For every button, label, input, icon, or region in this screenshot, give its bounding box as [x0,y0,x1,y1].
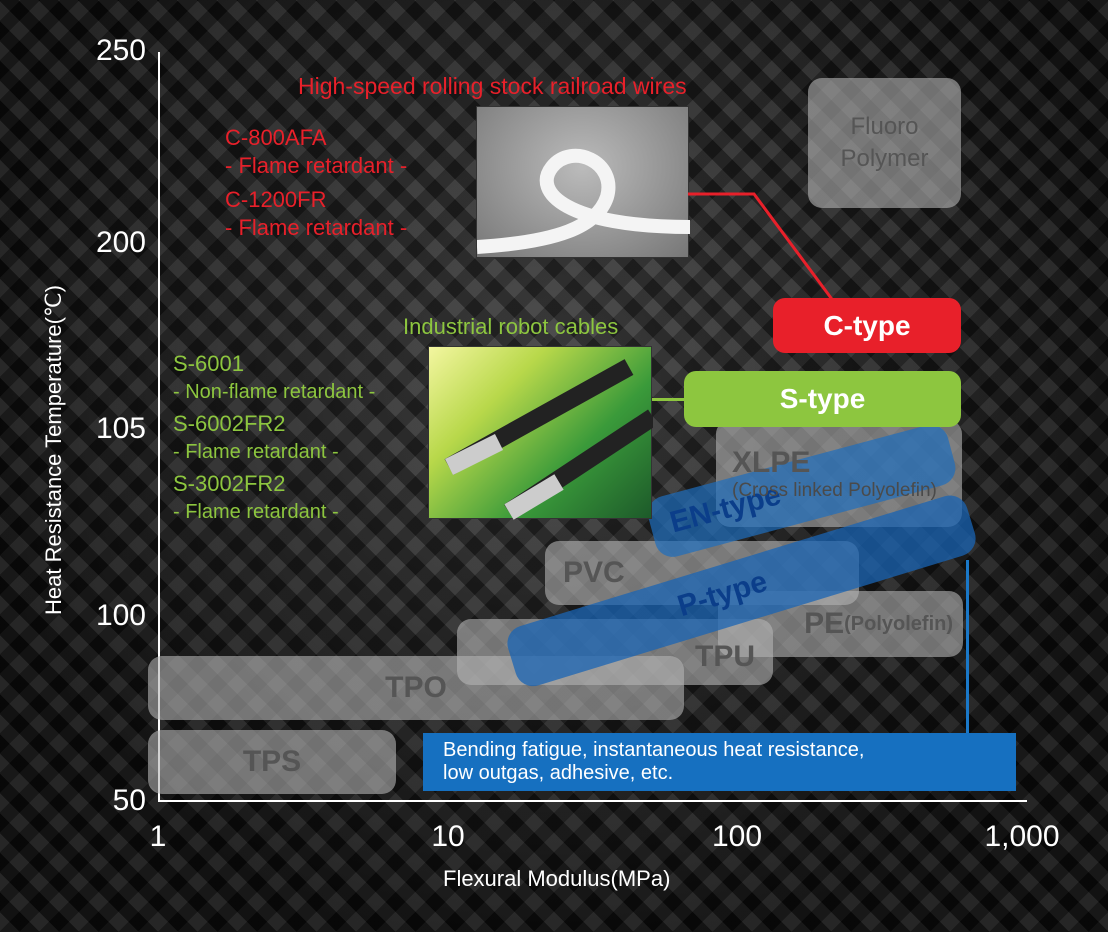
region-label: XLPE [732,445,811,479]
y-tick: 250 [95,34,146,67]
cable-icon [444,359,658,520]
region-sublabel: (Polyolefin) [844,612,953,635]
product-note: - Flame retardant - [225,215,408,240]
s-type-connector [652,398,686,401]
y-tick: 50 [112,784,146,817]
note-line: low outgas, adhesive, etc. [443,762,674,784]
region-sublabel: Polymer [840,145,929,172]
x-tick: 1,000 [984,820,1060,853]
railroad-wire-photo [476,106,691,258]
note-line: Bending fatigue, instantaneous heat resi… [443,739,865,761]
product-name: S-3002FR2 [173,471,286,496]
c-group-title: High-speed rolling stock railroad wires [298,73,687,99]
product-name: C-800AFA [225,125,327,150]
product-name: S-6002FR2 [173,411,286,436]
x-tick: 100 [711,820,763,853]
region-tps: TPS [148,730,396,794]
c-type-connector [688,192,836,303]
product-note: - Flame retardant - [173,501,339,523]
product-note: - Flame retardant - [225,153,408,178]
s-type-label: S-type [684,371,961,427]
region-tpo: TPO [148,656,684,720]
region-label: PE [804,607,845,640]
y-tick: 100 [95,599,146,632]
x-tick: 10 [431,820,465,853]
y-tick: 200 [95,226,146,259]
c-group-products: C-800AFA - Flame retardant - C-1200FR - … [225,124,407,242]
note-connector [966,560,969,735]
region-sublabel: (Cross linked Polyolefin) [732,479,937,501]
product-note: - Non-flame retardant - [173,381,376,403]
p-type-label: P-type [673,564,772,624]
y-tick: 105 [95,412,146,445]
x-tick: 1 [149,820,167,853]
robot-cable-photo [428,346,658,520]
x-axis-title: Flexural Modulus(MPa) [443,866,671,891]
c-type-label: C-type [773,298,961,353]
s-group-products: S-6001 - Non-flame retardant - S-6002FR2… [173,350,375,526]
s-group-title: Industrial robot cables [403,314,619,339]
product-note: - Flame retardant - [173,441,339,463]
y-axis-title: Heat Resistance Temperature(℃) [41,285,66,615]
plot-area [158,52,1027,802]
product-name: C-1200FR [225,187,327,212]
note-box: Bending fatigue, instantaneous heat resi… [423,733,1016,791]
wire-loop-icon [476,148,691,254]
product-name: S-6001 [173,351,244,376]
region-label: Fluoro [850,113,919,140]
